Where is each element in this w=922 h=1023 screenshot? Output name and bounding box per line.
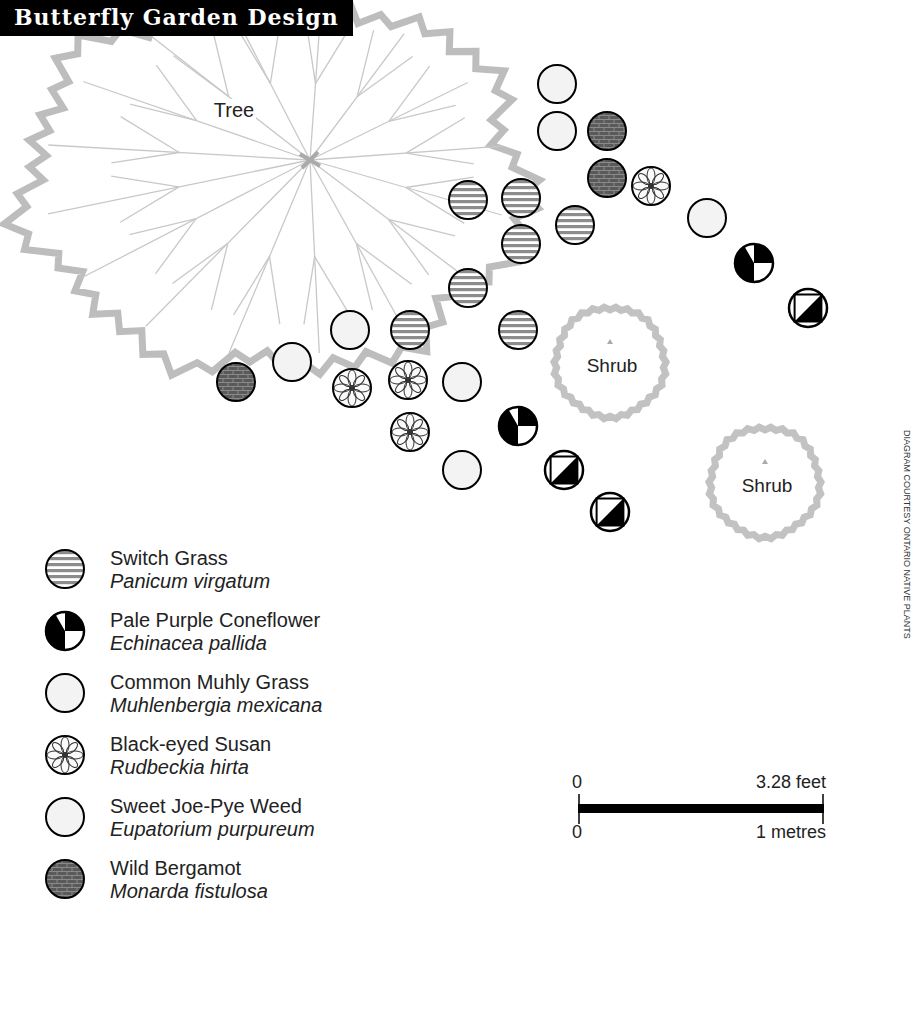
tree-branch [229, 160, 310, 353]
legend-sample-symbol [46, 550, 84, 588]
tree-branch [211, 243, 228, 310]
plant-circle [443, 363, 481, 401]
tree-branch [388, 219, 455, 236]
plant-circle [449, 269, 487, 307]
tree-branch [310, 34, 404, 160]
tree-branch [173, 56, 228, 97]
scale-label: 0 [572, 772, 582, 793]
plant-circle [217, 363, 255, 401]
plant-circle [632, 167, 670, 205]
plant-circle [735, 244, 773, 282]
plant-circle [545, 451, 583, 489]
plant-circle [538, 112, 576, 150]
plant-circle [391, 413, 429, 451]
credit-note: DIAGRAM COURTESY ONTARIO NATIVE PLANTS [902, 430, 912, 639]
tree-branch [357, 30, 374, 97]
legend-sample-symbol [46, 860, 84, 898]
plant-circle [499, 407, 537, 445]
plant-circle [591, 493, 629, 531]
legend-text: Sweet Joe-Pye Weed [110, 795, 302, 818]
tree-branches [48, 7, 502, 353]
legend-sample-symbol [46, 612, 84, 650]
shrub-label: Shrub [585, 355, 640, 377]
plant-circle [273, 343, 311, 381]
shrub-center-mark [762, 459, 768, 464]
tree-branch [121, 117, 180, 153]
plant-circle [688, 199, 726, 237]
shrub-center-mark [607, 339, 613, 344]
shrub-node: Shrub [548, 300, 672, 424]
tree-branch [356, 244, 411, 285]
plant-circle [499, 311, 537, 349]
tree-branch [234, 256, 270, 315]
scale-bar [578, 804, 824, 813]
plant-circle [588, 159, 626, 197]
shrub-label: Shrub [740, 475, 795, 497]
legend-sample-symbol [46, 674, 84, 712]
scale-label: 0 [572, 822, 582, 843]
tree-branch [389, 66, 430, 121]
tree-branch [120, 187, 179, 222]
legend-text: Pale Purple Coneflower [110, 609, 320, 632]
scale-tick [578, 794, 580, 824]
plant-circle [538, 65, 576, 103]
plant-circle [331, 311, 369, 349]
plant-circle [389, 361, 427, 399]
plant-circle [789, 289, 827, 327]
title-bar: Butterfly Garden Design [0, 0, 353, 36]
plant-circle [556, 206, 594, 244]
legend-sample [42, 546, 88, 592]
plant-circle [391, 311, 429, 349]
shrub-outline [554, 307, 666, 418]
tree-label: Tree [212, 99, 256, 122]
latin-name: Rudbeckia hirta [110, 756, 249, 779]
legend-text: Black-eyed Susan [110, 733, 271, 756]
shrub-node: Shrub [703, 420, 827, 544]
tree-branch [406, 118, 465, 153]
tree-trunk [300, 152, 320, 168]
legend-text: Common Muhly Grass [110, 671, 309, 694]
legend-sample-symbol [46, 736, 84, 774]
legend-sample [42, 608, 88, 654]
latin-name: Eupatorium purpureum [110, 818, 315, 841]
legend-sample [42, 732, 88, 778]
title-text: Butterfly Garden Design [14, 4, 339, 30]
legend-sample [42, 856, 88, 902]
tree-branch [111, 153, 179, 163]
tree-branch [111, 176, 179, 187]
legend-text: Wild Bergamot [110, 857, 241, 880]
tree-branch [315, 257, 350, 316]
plant-circle [449, 181, 487, 219]
tree-branch [310, 160, 467, 279]
tree-branch [304, 257, 315, 325]
plant-circle [333, 369, 371, 407]
plant-circle [502, 179, 540, 217]
latin-name: Panicum virgatum [110, 570, 270, 593]
legend-sample [42, 794, 88, 840]
tree-branch [406, 153, 474, 164]
legend-sample-symbol [46, 798, 84, 836]
legend-text: Switch Grass [110, 547, 228, 570]
scale-label: 1 metres [756, 822, 826, 843]
plant-circle [502, 225, 540, 263]
tree-branch [130, 104, 197, 121]
tree-branch [155, 219, 196, 274]
tree-branch [82, 160, 310, 278]
scale-label: 3.28 feet [756, 772, 826, 793]
legend-sample [42, 670, 88, 716]
plant-circle [588, 112, 626, 150]
shrub-outline [709, 427, 821, 538]
latin-name: Monarda fistulosa [110, 880, 268, 903]
scale-tick [822, 794, 824, 824]
tree-branch [310, 160, 319, 353]
tree-branch [147, 33, 310, 160]
latin-name: Echinacea pallida [110, 632, 267, 655]
tree-branch [270, 256, 280, 324]
latin-name: Muhlenbergia mexicana [110, 694, 322, 717]
tree-canopy-outline [4, 0, 540, 375]
plant-circle [443, 451, 481, 489]
